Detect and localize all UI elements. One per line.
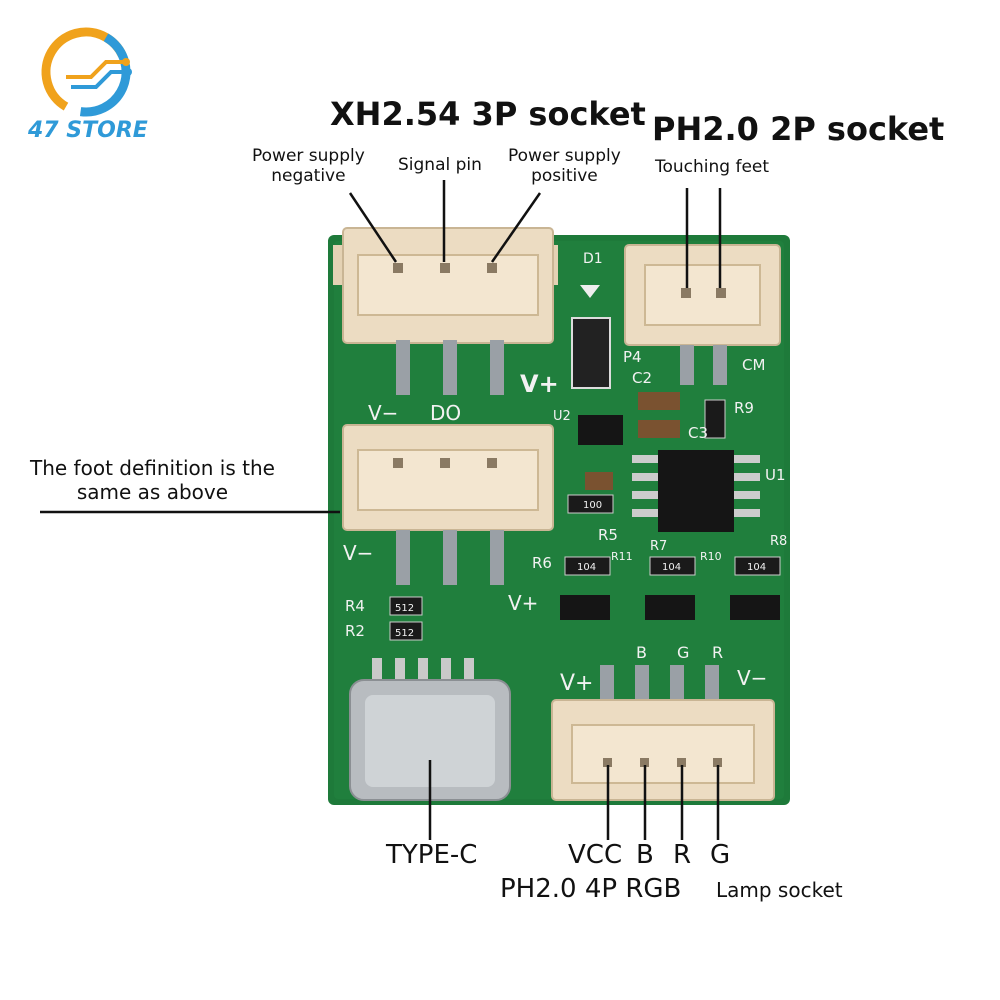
transistor-2 bbox=[645, 595, 695, 620]
capacitor-c2 bbox=[638, 392, 680, 410]
g-label: G bbox=[710, 840, 731, 870]
mark-vplus3: V+ bbox=[560, 671, 593, 696]
res-100: 100 bbox=[583, 500, 602, 511]
resistor-r8 bbox=[734, 556, 781, 576]
capacitor-c4 bbox=[585, 472, 613, 490]
vcc-label: VCC bbox=[568, 840, 623, 870]
res-512a: 512 bbox=[395, 603, 414, 614]
mark-do: DO bbox=[430, 401, 461, 425]
store-logo bbox=[41, 27, 132, 117]
resistor-r9 bbox=[704, 399, 726, 439]
mark-r2: R2 bbox=[345, 622, 365, 640]
mark-p4: P4 bbox=[623, 348, 642, 366]
mark-r4: R4 bbox=[345, 597, 365, 615]
mark-r9: R9 bbox=[734, 399, 754, 417]
resistor-r11 bbox=[564, 556, 611, 576]
transistor-1 bbox=[560, 595, 610, 620]
store-name: 47 STORE bbox=[28, 118, 148, 143]
mark-cm: CM bbox=[742, 356, 765, 374]
mark-vplus2: V+ bbox=[508, 591, 538, 615]
chip-u1 bbox=[632, 450, 760, 532]
mark-c3: C3 bbox=[688, 424, 708, 442]
mark-vminus2: V− bbox=[343, 541, 373, 565]
transistor-3 bbox=[730, 595, 780, 620]
typec-label: TYPE-C bbox=[386, 840, 478, 870]
mark-b: B bbox=[636, 643, 647, 662]
mark-d1: D1 bbox=[583, 251, 603, 267]
ph-touch-feet-label: Touching feet bbox=[655, 157, 770, 177]
chip-u2 bbox=[578, 415, 623, 445]
mark-g: G bbox=[677, 643, 689, 662]
ph-2p-connector bbox=[624, 244, 781, 385]
mark-r7: R7 bbox=[650, 539, 667, 554]
ph-4p-rgb-label: PH2.0 4P RGB bbox=[500, 874, 682, 904]
r-label: R bbox=[673, 840, 692, 870]
mark-vplus1: V+ bbox=[520, 370, 559, 398]
xh-pin-negative-label: Power supply negative bbox=[252, 146, 365, 186]
diode-d1 bbox=[571, 317, 611, 389]
mark-c2: C2 bbox=[632, 369, 652, 387]
xh-connector-middle bbox=[342, 424, 554, 585]
resistor-r5 bbox=[567, 494, 614, 514]
res-104c: 104 bbox=[747, 562, 766, 573]
res-104a: 104 bbox=[577, 562, 596, 573]
mark-r5: R5 bbox=[598, 526, 618, 544]
res-512b: 512 bbox=[395, 628, 414, 639]
b-label: B bbox=[636, 840, 654, 870]
mark-r11: R11 bbox=[611, 550, 633, 563]
xh-connector-top bbox=[333, 227, 558, 395]
lamp-socket-label: Lamp socket bbox=[716, 878, 843, 902]
xh-socket-title: XH2.54 3P socket bbox=[330, 95, 646, 133]
resistor-r4 bbox=[389, 596, 423, 616]
xh-pin-positive-label: Power supply positive bbox=[508, 146, 621, 186]
mark-u2: U2 bbox=[553, 409, 571, 424]
mark-r6: R6 bbox=[532, 554, 552, 572]
mark-u1: U1 bbox=[765, 466, 786, 484]
resistor-r2 bbox=[389, 621, 423, 641]
resistor-r10 bbox=[649, 556, 696, 576]
ph-socket-title: PH2.0 2P socket bbox=[652, 110, 945, 148]
capacitor-c3 bbox=[638, 420, 680, 438]
xh-pin-signal-label: Signal pin bbox=[398, 155, 482, 175]
res-104b: 104 bbox=[662, 562, 681, 573]
usb-type-c bbox=[349, 658, 511, 801]
mark-r8: R8 bbox=[770, 534, 787, 549]
mark-r: R bbox=[712, 643, 723, 662]
mark-r10: R10 bbox=[700, 550, 722, 563]
annotation-lines bbox=[40, 180, 722, 840]
side-note: The foot definition is the same as above bbox=[30, 456, 275, 504]
mark-vminus1: V− bbox=[368, 401, 398, 425]
mark-vminus3: V− bbox=[737, 666, 767, 690]
